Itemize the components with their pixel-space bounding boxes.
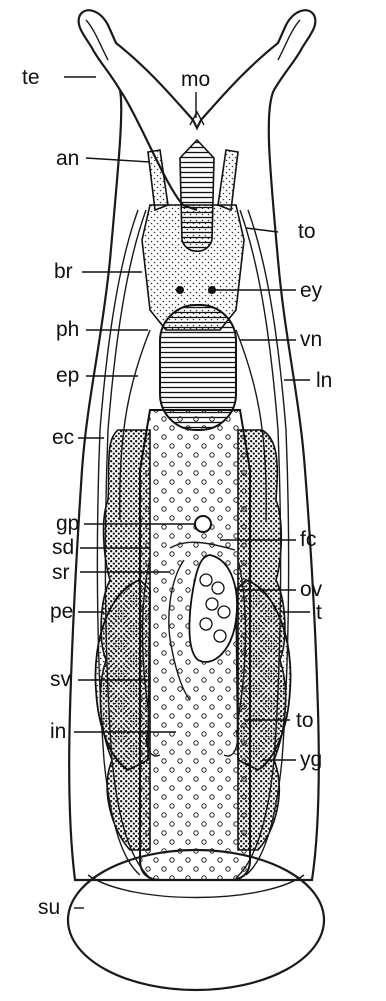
label-ln: ln — [316, 369, 332, 392]
label-yg: yg — [300, 748, 322, 771]
label-to-upper: to — [298, 220, 316, 243]
oral-funnel — [180, 140, 214, 251]
tentacle-right — [278, 20, 300, 60]
label-fc: fc — [300, 528, 316, 551]
label-ey: ey — [300, 279, 323, 302]
label-gp: gp — [56, 512, 79, 535]
antenna-right — [218, 150, 238, 210]
label-su: su — [38, 896, 60, 919]
antenna-left — [148, 150, 168, 210]
label-ep: ep — [56, 364, 79, 387]
label-br: br — [54, 260, 73, 283]
label-te: te — [22, 66, 40, 89]
label-ov: ov — [300, 578, 323, 601]
label-an: an — [56, 147, 79, 170]
label-to-lower: to — [296, 709, 314, 732]
label-t: t — [316, 601, 322, 624]
tentacle-left — [86, 20, 108, 60]
label-vn: vn — [300, 328, 322, 351]
label-ph: ph — [56, 318, 79, 341]
eye-left — [176, 286, 184, 294]
label-in: in — [50, 720, 66, 743]
label-sr: sr — [52, 561, 70, 584]
label-sd: sd — [52, 536, 74, 559]
label-mo: mo — [181, 68, 210, 91]
label-pe: pe — [50, 600, 73, 623]
genital-pore — [195, 516, 211, 532]
label-ec: ec — [52, 426, 74, 449]
label-sv: sv — [50, 668, 72, 691]
